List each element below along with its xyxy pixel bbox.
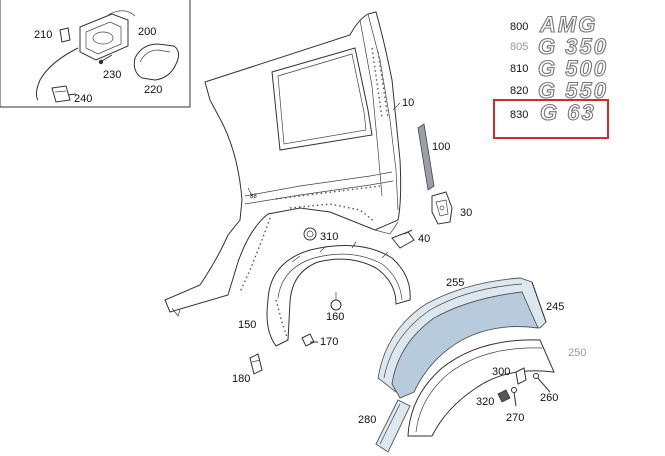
trim-strip-280 xyxy=(375,399,411,453)
label-250: 250 xyxy=(568,347,586,359)
label-240: 240 xyxy=(74,93,92,105)
label-255: 255 xyxy=(446,277,464,289)
label-300: 300 xyxy=(492,366,510,378)
clip-180 xyxy=(249,353,263,375)
label-40: 40 xyxy=(418,233,430,245)
badge-g63: G 63 xyxy=(540,100,596,125)
rivet-170 xyxy=(301,333,318,347)
release-cable-240 xyxy=(35,47,79,101)
grommet-310 xyxy=(303,227,317,241)
side-panel: 88 xyxy=(164,11,402,317)
callout-labels: 210 200 230 220 240 10 100 30 310 40 150… xyxy=(34,26,586,426)
bracket-40 xyxy=(391,229,415,249)
badge-num-800: 800 xyxy=(510,21,528,33)
inset-frame xyxy=(0,0,191,108)
fender-flare-250 xyxy=(407,339,555,437)
label-220: 220 xyxy=(144,84,162,96)
label-160: 160 xyxy=(326,311,344,323)
label-150: 150 xyxy=(238,319,256,331)
label-270: 270 xyxy=(506,412,524,424)
badge-list: 800 AMG 805 G 350 810 G 500 820 G 550 83… xyxy=(493,11,609,139)
fastener-270 xyxy=(511,387,517,407)
badge-amg: AMG xyxy=(539,12,597,37)
label-30: 30 xyxy=(460,207,472,219)
fuel-door-inset xyxy=(0,0,191,108)
label-200: 200 xyxy=(138,26,156,38)
label-260: 260 xyxy=(540,392,558,404)
badge-num-810: 810 xyxy=(510,63,528,75)
bracket-30 xyxy=(431,191,453,225)
label-180: 180 xyxy=(232,373,250,385)
filler-housing-200 xyxy=(79,13,129,61)
fastener-260 xyxy=(533,373,551,393)
svg-text:88: 88 xyxy=(250,194,257,200)
label-280: 280 xyxy=(358,414,376,426)
clip-160 xyxy=(330,292,342,311)
label-10: 10 xyxy=(402,97,414,109)
highlight-box xyxy=(493,99,609,139)
label-210: 210 xyxy=(34,29,52,41)
label-100: 100 xyxy=(432,141,450,153)
badge-g350: G 350 xyxy=(538,34,608,59)
label-245: 245 xyxy=(546,301,564,313)
side-window xyxy=(271,47,373,151)
label-230: 230 xyxy=(103,69,121,81)
fastener-300 xyxy=(515,367,527,385)
clip-210 xyxy=(59,27,71,43)
fastener-320 xyxy=(497,389,511,403)
badge-num-830: 830 xyxy=(510,109,528,121)
label-170: 170 xyxy=(320,336,338,348)
label-310: 310 xyxy=(320,231,338,243)
badge-num-820: 820 xyxy=(510,85,528,97)
wheel-liner-150 xyxy=(266,241,411,347)
label-320: 320 xyxy=(476,396,494,408)
fender-flare-245 xyxy=(391,291,539,399)
badge-g500: G 500 xyxy=(538,56,608,81)
badge-num-805: 805 xyxy=(510,41,528,53)
trim-strip-100 xyxy=(417,123,435,191)
fuel-flap-220 xyxy=(133,43,180,81)
